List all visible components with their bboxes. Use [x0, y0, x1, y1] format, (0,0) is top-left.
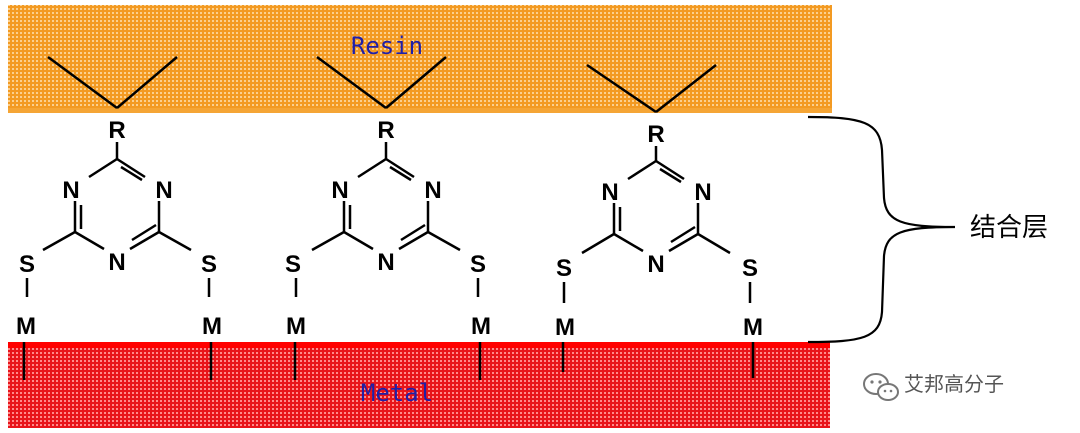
wechat-icon [863, 373, 899, 401]
watermark-text: 艾邦高分子 [904, 372, 1004, 396]
nitrogen-atom: N [108, 249, 125, 276]
metal-layer-band [8, 345, 830, 428]
nitrogen-atom: N [62, 177, 79, 204]
nitrogen-atom: N [601, 179, 618, 206]
sulfur-atom: S [285, 251, 301, 278]
sulfur-atom: S [742, 255, 758, 282]
metal-atom: M [202, 313, 222, 340]
metal-atom: M [471, 313, 491, 340]
bond-layer-label: 结合层 [970, 213, 1048, 243]
metal-atom: M [286, 313, 306, 340]
r-group: R [377, 117, 394, 144]
sulfur-atom: S [19, 251, 35, 278]
triazine-molecule: R N N N S S M M [555, 63, 763, 378]
triazine-molecule: R N N N S S M M [285, 55, 491, 380]
sulfur-atom: S [470, 251, 486, 278]
metal-atom: M [555, 314, 575, 341]
nitrogen-atom: N [424, 177, 441, 204]
sulfur-atom: S [556, 255, 572, 282]
nitrogen-atom: N [155, 177, 172, 204]
resin-layer-band [8, 5, 832, 113]
nitrogen-atom: N [694, 179, 711, 206]
metal-label: Metal [361, 379, 433, 407]
bond-layer-brace [807, 115, 956, 344]
sulfur-atom: S [201, 251, 217, 278]
metal-atom: M [16, 313, 36, 340]
metal-layer: Metal [8, 342, 830, 428]
nitrogen-atom: N [647, 251, 664, 278]
resin-layer: Resin [8, 5, 832, 113]
triazine-molecule: R N N N S S M M [16, 55, 222, 380]
nitrogen-atom: N [377, 249, 394, 276]
molecule-bonds [561, 63, 755, 378]
resin-label: Resin [351, 32, 423, 60]
metal-layer-edge [8, 342, 830, 348]
molecule-bonds [22, 55, 213, 380]
molecule-bonds [293, 55, 482, 380]
metal-atom: M [743, 314, 763, 341]
nitrogen-atom: N [331, 177, 348, 204]
resin-layer-edge [8, 108, 832, 113]
watermark: 艾邦高分子 [863, 372, 1004, 401]
r-group: R [108, 117, 125, 144]
r-group: R [647, 121, 664, 148]
